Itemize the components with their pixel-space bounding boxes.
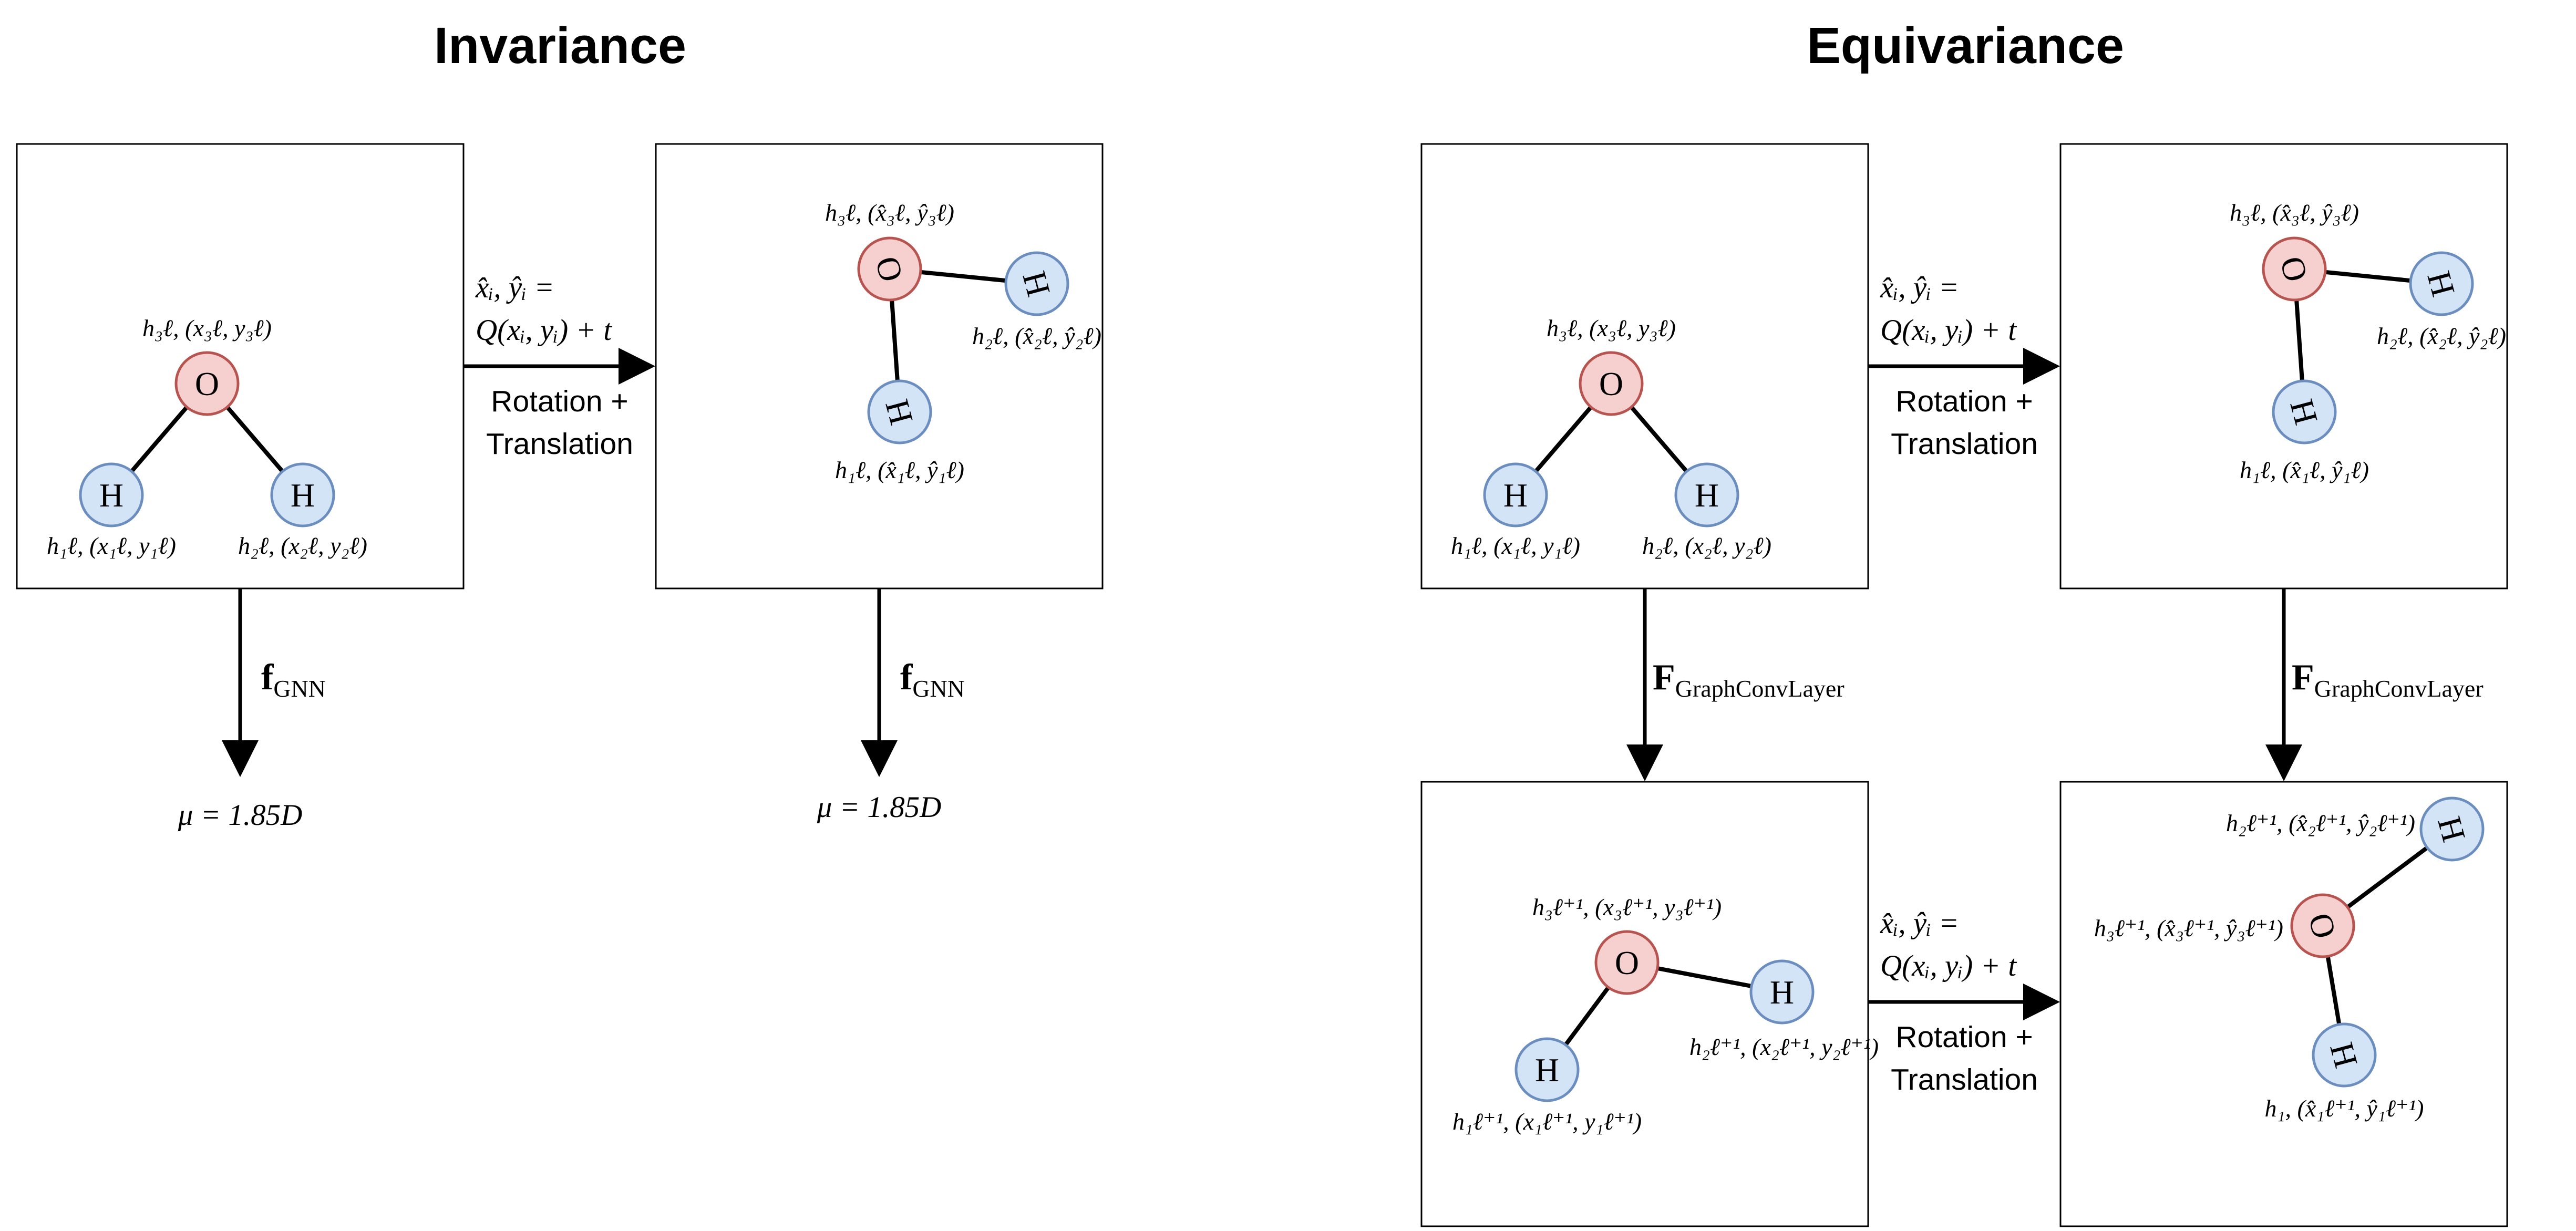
transform-equation-line1: x̂ᵢ, ŷᵢ = bbox=[1880, 271, 1959, 304]
svg-text:H: H bbox=[1695, 477, 1719, 514]
gnn-output-dipole: μ = 1.85D bbox=[178, 799, 303, 832]
svg-text:H: H bbox=[1770, 974, 1794, 1011]
atom-label-o: h₃ℓ, (x̂₃ℓ, ŷ₃ℓ) bbox=[2230, 199, 2359, 226]
molecule-equivariance-next-layer: O H H h₃ℓ⁺¹, (x₃ℓ⁺¹, y₃ℓ⁺¹) h₂ℓ⁺¹, (x₂ℓ⁺… bbox=[1452, 894, 1879, 1135]
svg-text:H: H bbox=[291, 477, 315, 514]
invariance-original-panel bbox=[16, 143, 465, 589]
transform-label-line2: Translation bbox=[1891, 1063, 2038, 1096]
atom-label-h1: h₁, (x̂₁ℓ⁺¹, ŷ₁ℓ⁺¹) bbox=[2265, 1095, 2424, 1122]
transform-arrow-invariance: x̂ᵢ, ŷᵢ = Q(xᵢ, yᵢ) + t Rotation + Trans… bbox=[463, 271, 655, 461]
hydrogen-atom: H bbox=[2272, 379, 2337, 444]
atom-label-h1: h₁ℓ⁺¹, (x₁ℓ⁺¹, y₁ℓ⁺¹) bbox=[1452, 1108, 1642, 1135]
transform-equation-line2: Q(xᵢ, yᵢ) + t bbox=[1880, 949, 2017, 982]
oxygen-atom: O bbox=[174, 351, 240, 416]
conv-arrow-transformed: FGraphConvLayer bbox=[2265, 588, 2484, 781]
oxygen-atom: O bbox=[1594, 930, 1660, 995]
atom-label-o: h₃ℓ, (x̂₃ℓ, ŷ₃ℓ) bbox=[825, 199, 954, 226]
conv-arrow-original: FGraphConvLayer bbox=[1626, 588, 1845, 781]
hydrogen-atom: H bbox=[1514, 1037, 1580, 1102]
transform-label-line2: Translation bbox=[1891, 427, 2038, 461]
transform-equation-line1: x̂ᵢ, ŷᵢ = bbox=[475, 271, 554, 304]
svg-text:H: H bbox=[99, 477, 123, 514]
atom-label-h2: h₂ℓ, (x₂ℓ, y₂ℓ) bbox=[238, 532, 367, 559]
transform-label-line2: Translation bbox=[486, 427, 633, 461]
svg-text:O: O bbox=[1599, 365, 1623, 402]
oxygen-atom: O bbox=[2262, 236, 2327, 302]
graphconv-function-label: FGraphConvLayer bbox=[2292, 657, 2484, 702]
svg-text:O: O bbox=[1615, 944, 1639, 981]
graphconv-function-label: FGraphConvLayer bbox=[1653, 657, 1845, 702]
invariance-title: Invariance bbox=[434, 17, 686, 74]
molecule-equivariance-original: O H H h₃ℓ, (x₃ℓ, y₃ℓ) h₁ℓ, (x₁ℓ, y₁ℓ) h₂… bbox=[1451, 315, 1771, 559]
oxygen-atom: O bbox=[2290, 893, 2355, 958]
svg-text:O: O bbox=[195, 365, 219, 402]
transform-arrow-equivariance-next-layer: x̂ᵢ, ŷᵢ = Q(xᵢ, yᵢ) + t Rotation + Trans… bbox=[1868, 907, 2060, 1096]
transform-equation-line2: Q(xᵢ, yᵢ) + t bbox=[476, 314, 612, 347]
equivariance-title: Equivariance bbox=[1807, 17, 2124, 74]
transform-arrow-equivariance: x̂ᵢ, ŷᵢ = Q(xᵢ, yᵢ) + t Rotation + Trans… bbox=[1868, 271, 2060, 461]
hydrogen-atom: H bbox=[2409, 251, 2474, 316]
equivariance-transformed-panel bbox=[2059, 143, 2508, 589]
hydrogen-atom: H bbox=[79, 462, 144, 527]
gnn-arrow-transformed: fGNN μ = 1.85D bbox=[817, 588, 965, 824]
svg-text:H: H bbox=[1503, 477, 1528, 514]
invariance-transformed-panel bbox=[655, 143, 1104, 589]
gnn-output-dipole: μ = 1.85D bbox=[817, 791, 942, 824]
hydrogen-atom: H bbox=[2419, 796, 2485, 862]
transform-equation-line1: x̂ᵢ, ŷᵢ = bbox=[1880, 907, 1959, 940]
hydrogen-atom: H bbox=[2312, 1022, 2377, 1088]
equivariance-original-panel bbox=[1420, 143, 1869, 589]
atom-label-h1: h₁ℓ, (x̂₁ℓ, ŷ₁ℓ) bbox=[835, 457, 964, 483]
atom-label-h2: h₂ℓ, (x̂₂ℓ, ŷ₂ℓ) bbox=[972, 323, 1101, 349]
molecule-equivariance-transformed: O H H h₃ℓ, (x̂₃ℓ, ŷ₃ℓ) h₂ℓ, (x̂₂ℓ, ŷ₂ℓ) … bbox=[2230, 199, 2506, 483]
atom-label-h1: h₁ℓ, (x₁ℓ, y₁ℓ) bbox=[47, 532, 176, 559]
atom-label-h2: h₂ℓ⁺¹, (x₂ℓ⁺¹, y₂ℓ⁺¹) bbox=[1689, 1033, 1879, 1060]
atom-label-o: h₃ℓ, (x₃ℓ, y₃ℓ) bbox=[1547, 315, 1676, 342]
molecule-invariance-original: O H H h₃ℓ, (x₃ℓ, y₃ℓ) h₁ℓ, (x₁ℓ, y₁ℓ) h₂… bbox=[47, 315, 367, 559]
hydrogen-atom: H bbox=[1749, 959, 1815, 1025]
transform-label-line1: Rotation + bbox=[491, 385, 628, 418]
atom-label-h2: h₂ℓ, (x₂ℓ, y₂ℓ) bbox=[1642, 532, 1771, 559]
atom-label-h2: h₂ℓ, (x̂₂ℓ, ŷ₂ℓ) bbox=[2377, 323, 2506, 349]
transform-label-line1: Rotation + bbox=[1895, 385, 2033, 418]
hydrogen-atom: H bbox=[1674, 462, 1739, 527]
atom-label-h2: h₂ℓ⁺¹, (x̂₂ℓ⁺¹, ŷ₂ℓ⁺¹) bbox=[2226, 810, 2415, 836]
oxygen-atom: O bbox=[1579, 351, 1644, 416]
atom-label-o: h₃ℓ⁺¹, (x̂₃ℓ⁺¹, ŷ₃ℓ⁺¹) bbox=[2094, 915, 2283, 942]
hydrogen-atom: H bbox=[1004, 251, 1069, 316]
atom-label-o: h₃ℓ⁺¹, (x₃ℓ⁺¹, y₃ℓ⁺¹) bbox=[1532, 894, 1722, 920]
atom-label-o: h₃ℓ, (x₃ℓ, y₃ℓ) bbox=[142, 315, 272, 342]
hydrogen-atom: H bbox=[867, 379, 932, 444]
gnn-function-label: fGNN bbox=[261, 657, 326, 702]
hydrogen-atom: H bbox=[1483, 462, 1548, 527]
transform-label-line1: Rotation + bbox=[1895, 1020, 2033, 1054]
gnn-arrow-original: fGNN μ = 1.85D bbox=[178, 588, 326, 832]
svg-text:H: H bbox=[1535, 1051, 1559, 1089]
hydrogen-atom: H bbox=[270, 462, 335, 527]
transform-equation-line2: Q(xᵢ, yᵢ) + t bbox=[1880, 314, 2017, 347]
molecule-equivariance-next-layer-transformed: O H H h₂ℓ⁺¹, (x̂₂ℓ⁺¹, ŷ₂ℓ⁺¹) h₃ℓ⁺¹, (x̂₃… bbox=[2094, 796, 2485, 1122]
molecule-invariance-transformed: O H H h₃ℓ, (x̂₃ℓ, ŷ₃ℓ) h₂ℓ, (x̂₂ℓ, ŷ₂ℓ) … bbox=[825, 199, 1101, 483]
gnn-function-label: fGNN bbox=[900, 657, 965, 702]
equivariance-next-layer-transformed-panel bbox=[2059, 781, 2508, 1227]
oxygen-atom: O bbox=[857, 236, 922, 302]
atom-label-h1: h₁ℓ, (x̂₁ℓ, ŷ₁ℓ) bbox=[2240, 457, 2369, 483]
atom-label-h1: h₁ℓ, (x₁ℓ, y₁ℓ) bbox=[1451, 532, 1580, 559]
